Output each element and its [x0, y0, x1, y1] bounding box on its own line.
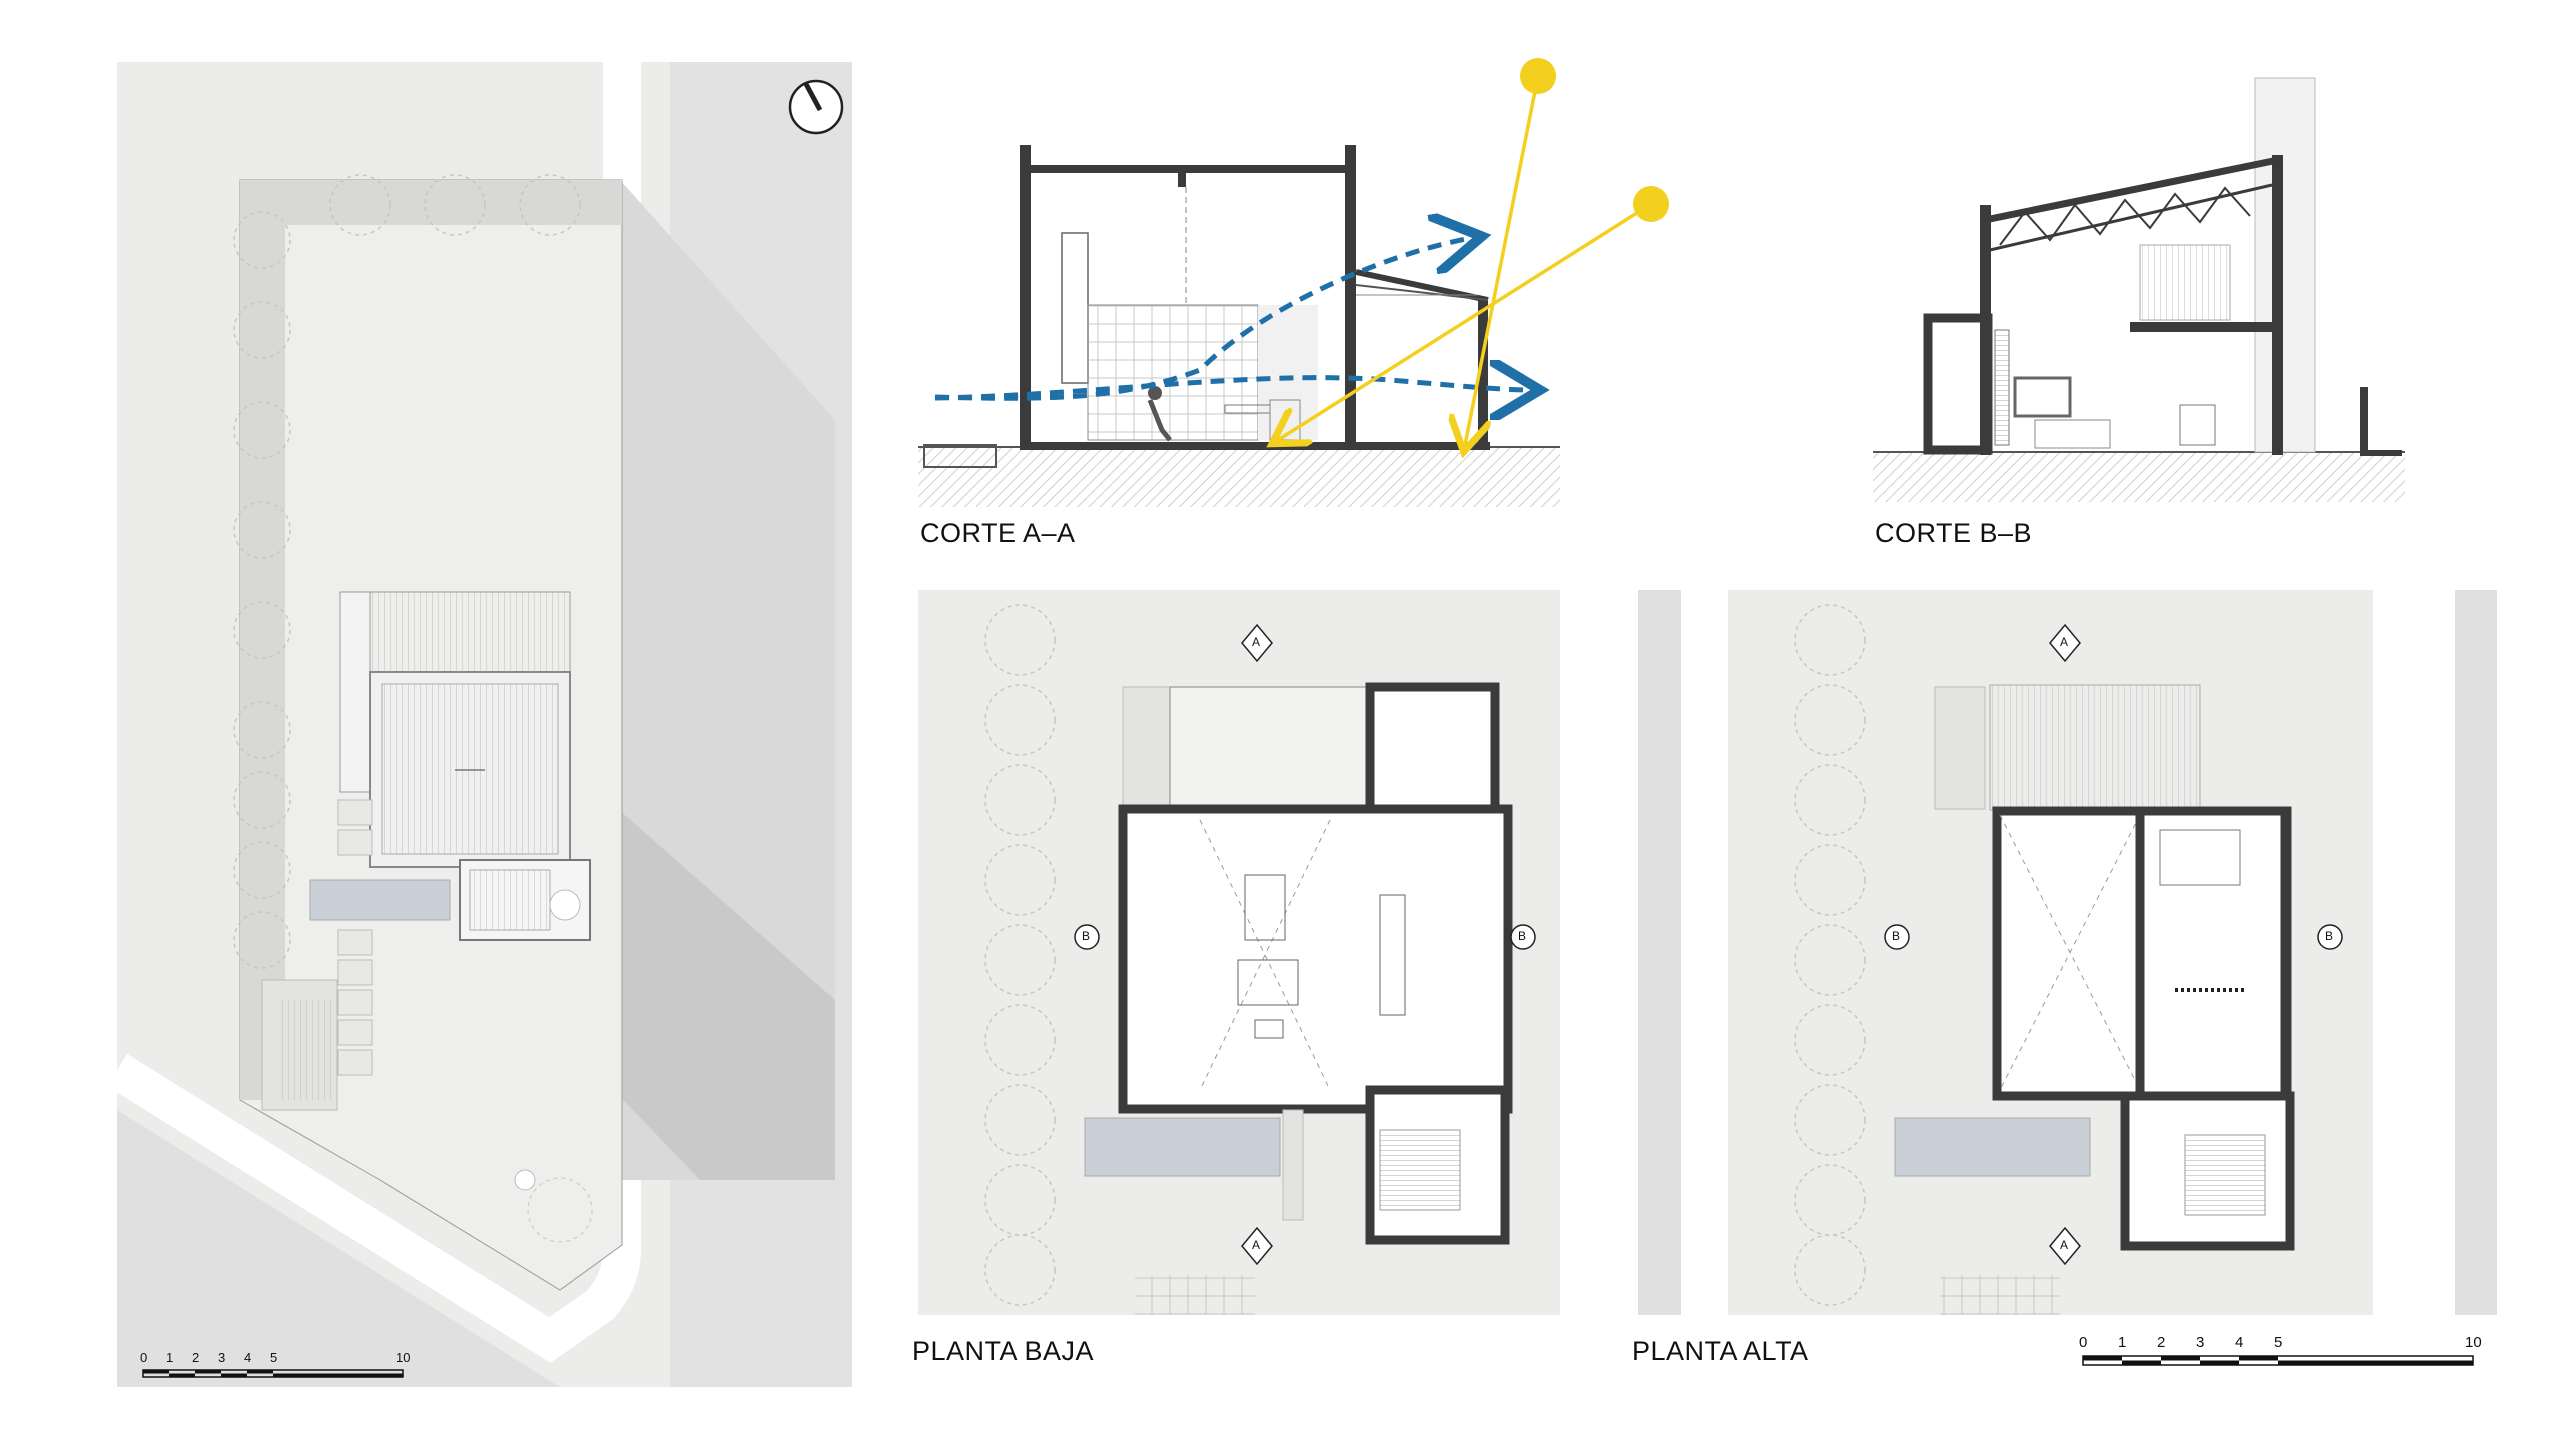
section-bb — [1873, 77, 2405, 502]
wind-arrow-icon — [934, 238, 1530, 398]
marker-a-bottom-pb: A — [1252, 1238, 1261, 1252]
kitchen-island — [1379, 894, 1406, 1016]
plan-upper — [1728, 590, 2497, 1315]
ground-hatch — [918, 447, 1560, 507]
side-wall — [339, 591, 371, 793]
pool — [309, 879, 451, 921]
scale-bar-small — [142, 1369, 404, 1378]
service-block — [1365, 682, 1500, 814]
wall-bb-right — [2272, 155, 2283, 455]
living-room — [1118, 804, 1513, 1114]
upper-roof — [369, 591, 571, 673]
scale-large-3: 3 — [2196, 1334, 2205, 1351]
plan-ground-label: PLANTA BAJA — [912, 1336, 1095, 1366]
bed — [2159, 829, 2241, 886]
diagonal-street — [117, 1110, 560, 1387]
ground-hatch-bb — [1873, 452, 2405, 502]
bookshelf — [1087, 304, 1259, 441]
street-strip-pa — [2455, 590, 2497, 1315]
section-marker-icon — [1884, 623, 2343, 1266]
north-arrow-icon — [788, 79, 844, 135]
scale-large-1: 1 — [2118, 1334, 2127, 1351]
sun-icon — [1278, 58, 1669, 445]
covered-patio — [1169, 686, 1371, 810]
scale-large-4: 4 — [2235, 1334, 2244, 1351]
marker-a-top-pb: A — [1252, 635, 1261, 649]
tree-row — [233, 174, 581, 969]
scale-small-0: 0 — [140, 1350, 148, 1365]
wall-right — [1478, 300, 1488, 450]
scale-small-2: 2 — [192, 1350, 200, 1365]
marker-a-top-pa: A — [2060, 635, 2069, 649]
low-wall — [1923, 313, 1993, 455]
wall-bb-left — [1980, 205, 1991, 455]
terrace-plant — [549, 889, 581, 921]
plan-ground — [918, 590, 1681, 1315]
main-roof — [381, 683, 559, 855]
marker-b-right-pa: B — [2325, 929, 2334, 943]
pool-pb — [1084, 1117, 1281, 1177]
bedroom — [2135, 806, 2290, 1101]
sofa — [1237, 959, 1299, 1006]
paver-path — [337, 799, 373, 1076]
marker-a-bottom-pa: A — [2060, 1238, 2069, 1252]
marker-b-left-pb: B — [1082, 929, 1091, 943]
scale-small-10: 10 — [396, 1350, 411, 1365]
scale-small-1: 1 — [166, 1350, 174, 1365]
scale-large-10: 10 — [2465, 1334, 2482, 1351]
scale-large-0: 0 — [2079, 1334, 2088, 1351]
section-aa-label: CORTE A–A — [920, 518, 1076, 548]
scale-large-2: 2 — [2157, 1334, 2166, 1351]
marker-b-right-pb: B — [1518, 929, 1527, 943]
person-figure — [1147, 386, 1172, 442]
tv-unit — [2013, 376, 2072, 418]
scale-small-5: 5 — [270, 1350, 278, 1365]
scale-small-3: 3 — [218, 1350, 226, 1365]
roof-stripes-pa — [1989, 684, 2201, 811]
pool-pa — [1894, 1117, 2091, 1177]
scale-bar-large — [2082, 1355, 2474, 1366]
site-boundary-band — [106, 62, 641, 1363]
wall-left — [1020, 145, 1031, 450]
tree-column — [984, 604, 1056, 1306]
building-shadow — [585, 780, 835, 1180]
section-aa — [918, 58, 1669, 507]
roof-truss — [1984, 156, 2279, 252]
tree-column-pa — [1794, 604, 1866, 1306]
dining-table — [1244, 874, 1286, 941]
scale-large-5: 5 — [2274, 1334, 2283, 1351]
section-bb-label: CORTE B–B — [1875, 518, 2033, 548]
wall-mid — [1345, 145, 1356, 450]
street-strip-pb — [1638, 590, 1681, 1315]
scale-small-4: 4 — [244, 1350, 252, 1365]
tree-symbol — [514, 1169, 536, 1191]
marker-b-left-pa: B — [1892, 929, 1901, 943]
section-marker-icon — [1074, 623, 1536, 1266]
neighbor-wall — [2254, 77, 2316, 453]
plan-upper-label: PLANTA ALTA — [1632, 1336, 1809, 1366]
site-plan — [106, 62, 852, 1387]
